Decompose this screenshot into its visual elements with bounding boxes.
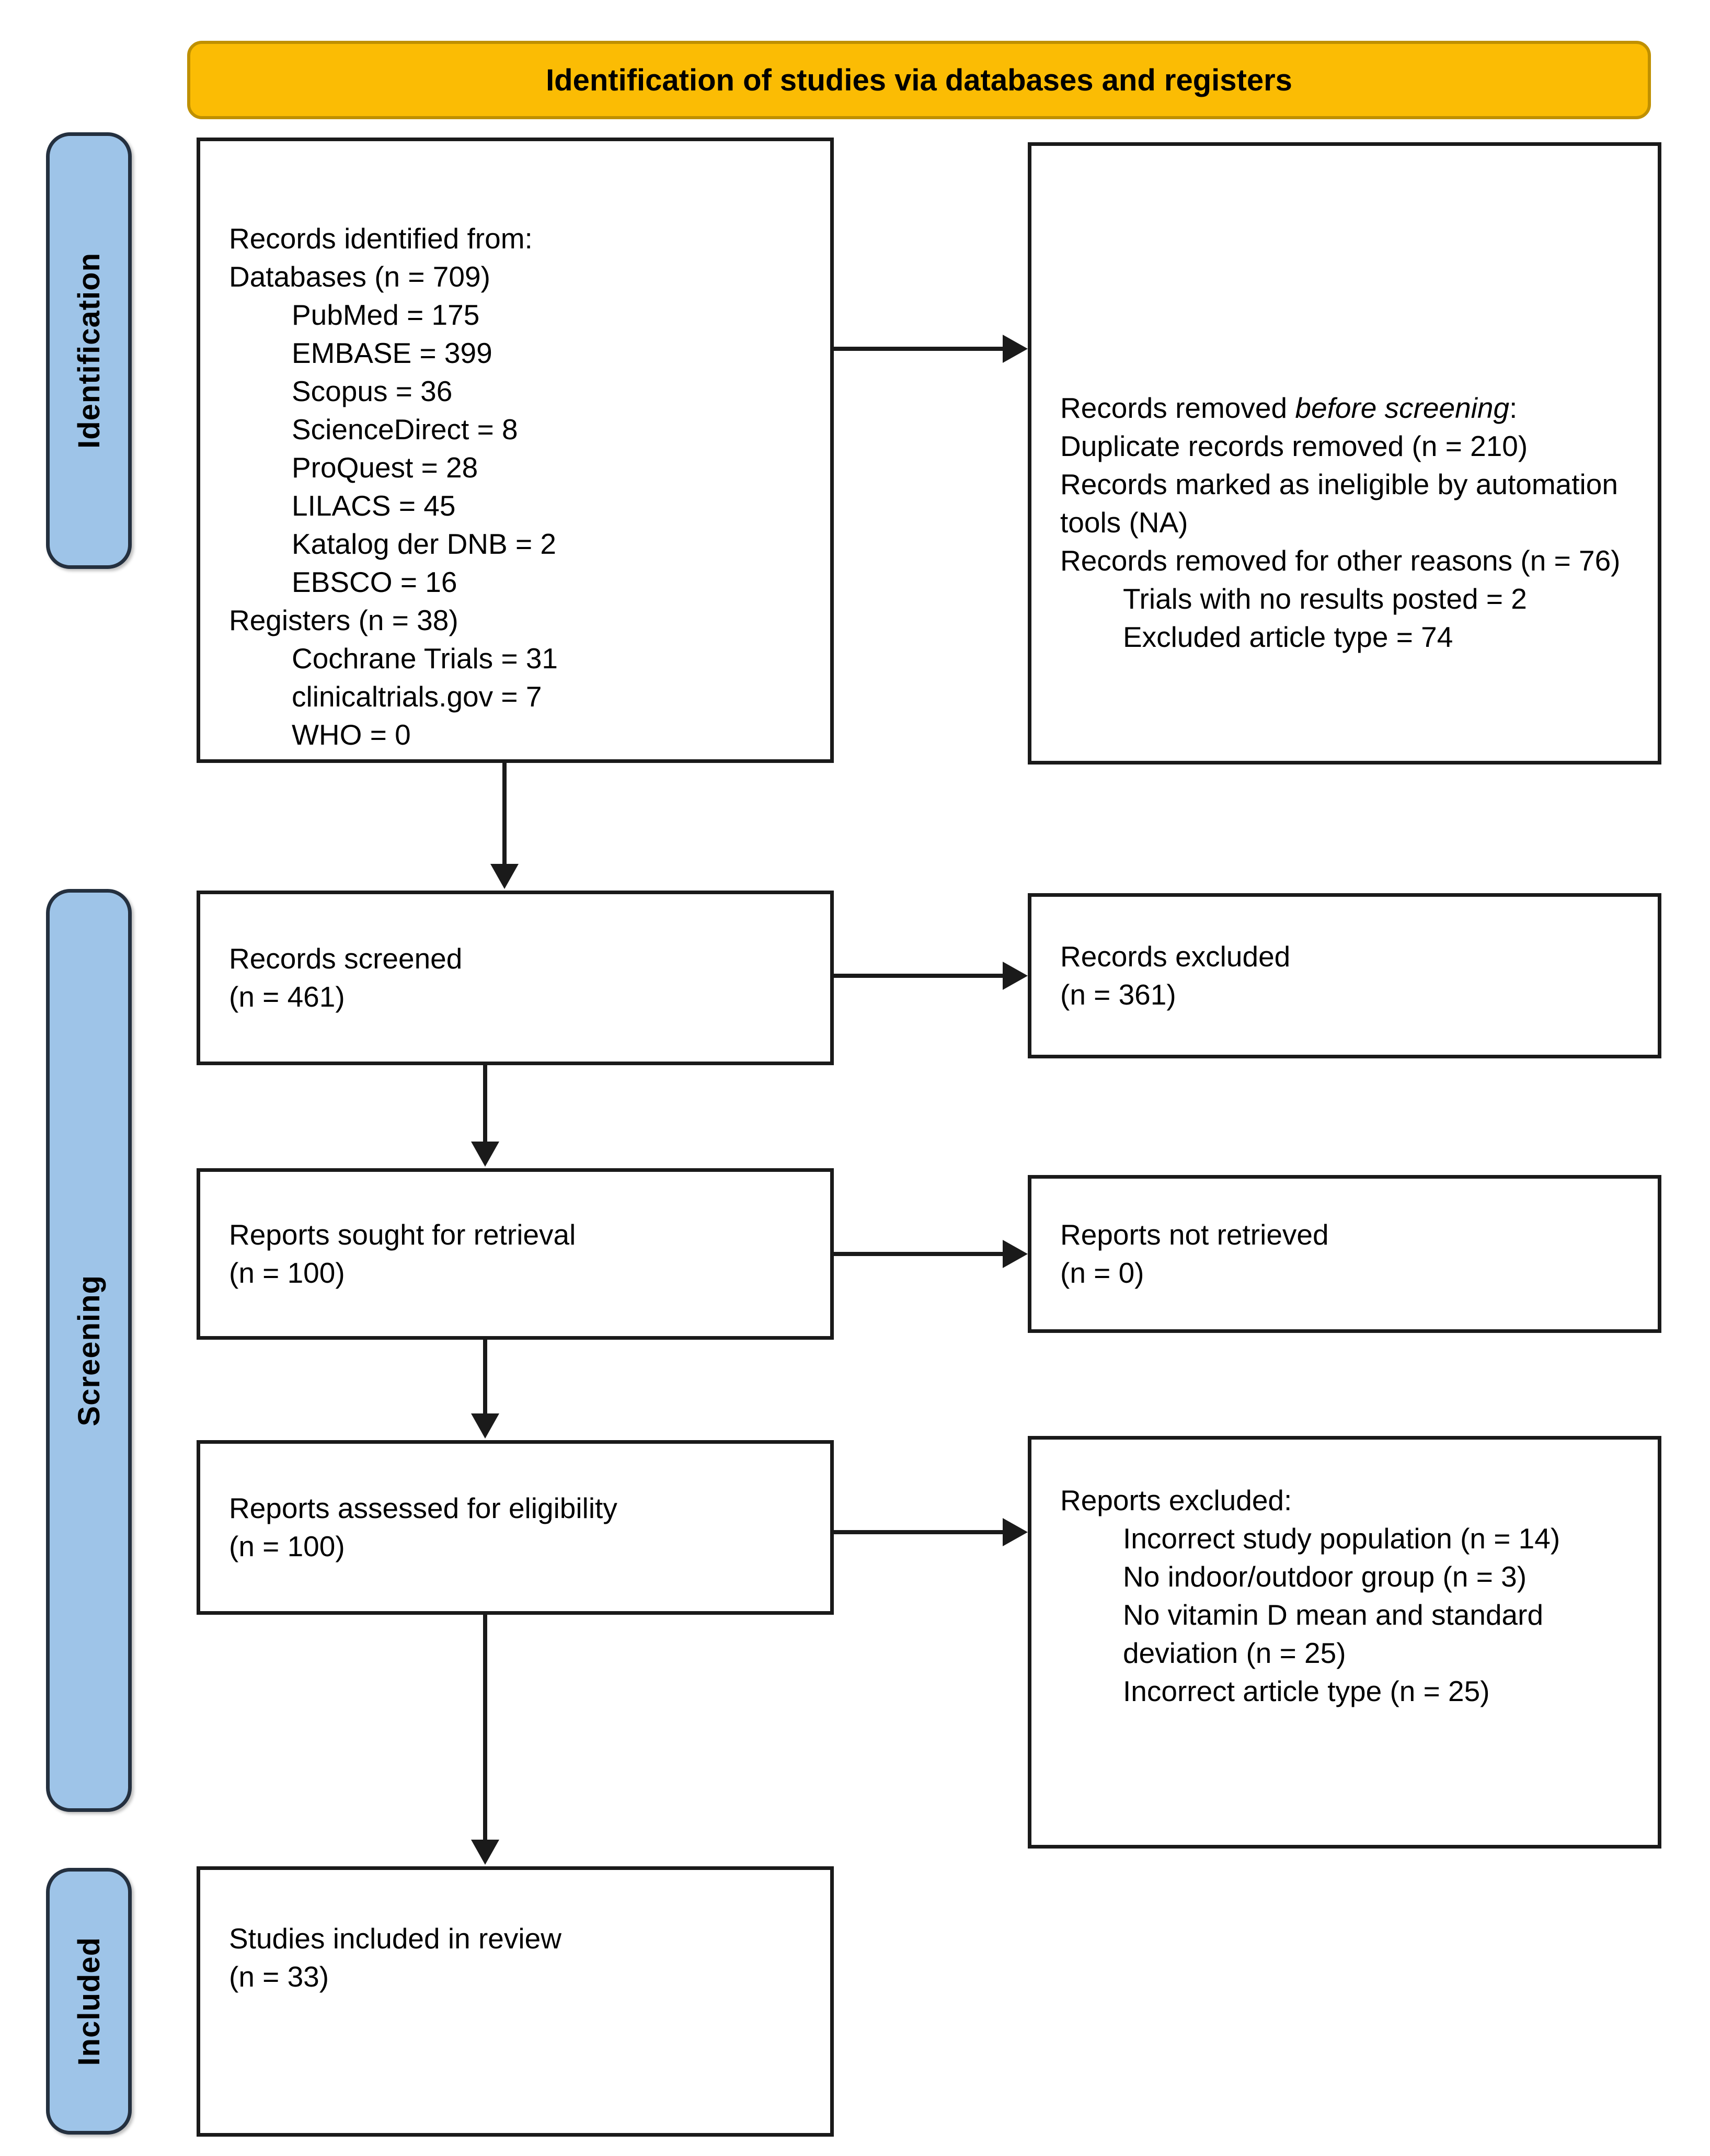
box-reports-not-retrieved: Reports not retrieved (n = 0)	[1028, 1175, 1661, 1333]
flow-box-line: (n = 33)	[229, 1960, 329, 1993]
flow-box-line: EBSCO = 16	[292, 566, 457, 598]
flow-box-line: Trials with no results posted = 2	[1123, 583, 1527, 615]
phase-label-screening-text: Screening	[72, 1274, 106, 1427]
flow-box-line: (n = 461)	[229, 980, 345, 1013]
flow-box-line: Records removed for other reasons (n = 7…	[1060, 544, 1621, 577]
box-studies-included: Studies included in review (n = 33)	[197, 1866, 834, 2137]
phase-label-included-text: Included	[72, 1936, 106, 2066]
phase-label-identification-text: Identification	[72, 253, 106, 449]
records-removed-intro-italic: before screening	[1295, 392, 1510, 424]
flow-box-line: Records excluded	[1060, 940, 1291, 973]
box-reports-assessed: Reports assessed for eligibility (n = 100…	[197, 1440, 834, 1615]
records-removed-details: Duplicate records removed (n = 210) Recor…	[1060, 427, 1621, 656]
flow-box-line: Cochrane Trials = 31	[292, 642, 558, 675]
flow-box-line: ScienceDirect = 8	[292, 413, 518, 446]
flow-box-line: WHO = 0	[292, 718, 411, 751]
phase-label-identification: Identification	[46, 132, 132, 569]
flow-box-line: Studies included in review	[229, 1922, 561, 1955]
flow-box-line: (n = 100)	[229, 1257, 345, 1289]
flow-box-line: (n = 0)	[1060, 1257, 1144, 1289]
flow-box-line: Scopus = 36	[292, 375, 453, 407]
flow-box-line: ProQuest = 28	[292, 451, 478, 484]
flow-box-line: Excluded article type = 74	[1123, 621, 1453, 653]
flow-box-line: Records identified from:	[229, 222, 533, 255]
flow-box-line: Records marked as ineligible by automati…	[1060, 468, 1618, 539]
phase-label-screening: Screening	[46, 889, 132, 1812]
flow-box-line: LILACS = 45	[292, 489, 456, 522]
flow-box-line: Records screened	[229, 942, 463, 975]
flow-box-line: Registers (n = 38)	[229, 604, 458, 636]
flow-box-line: No vitamin D mean and standard deviation…	[1123, 1599, 1544, 1669]
flow-box-line: Databases (n = 709)	[229, 260, 490, 293]
box-records-excluded: Records excluded (n = 361)	[1028, 893, 1661, 1058]
flow-box-line: clinicaltrials.gov = 7	[292, 680, 542, 713]
box-records-removed-before-screening: Records removed before screening: Duplic…	[1028, 142, 1661, 765]
records-removed-intro: Records removed before screening:	[1060, 389, 1621, 427]
box-records-identified: Records identified from: Databases (n = 7…	[197, 138, 834, 763]
phase-label-included: Included	[46, 1868, 132, 2135]
box-reports-excluded: Reports excluded: Incorrect study populat…	[1028, 1436, 1661, 1849]
flow-box-line: Reports sought for retrieval	[229, 1218, 576, 1251]
box-records-screened: Records screened (n = 461)	[197, 891, 834, 1065]
flow-box-line: No indoor/outdoor group (n = 3)	[1123, 1560, 1527, 1593]
flow-box-line: Reports not retrieved	[1060, 1218, 1329, 1251]
flow-box-line: EMBASE = 399	[292, 337, 492, 369]
banner-title: Identification of studies via databases …	[546, 63, 1292, 97]
flow-box-line: Reports assessed for eligibility	[229, 1492, 617, 1524]
flow-box-line: Duplicate records removed (n = 210)	[1060, 430, 1528, 462]
records-removed-intro-suffix: :	[1509, 392, 1518, 424]
flow-box-line: (n = 100)	[229, 1530, 345, 1562]
flow-box-line: Reports excluded:	[1060, 1484, 1292, 1516]
flow-box-line: (n = 361)	[1060, 978, 1176, 1011]
banner-identification-via-databases: Identification of studies via databases …	[187, 41, 1651, 119]
flow-box-line: Incorrect article type (n = 25)	[1123, 1675, 1490, 1707]
records-removed-intro-normal: Records removed	[1060, 392, 1295, 424]
box-reports-sought: Reports sought for retrieval (n = 100)	[197, 1168, 834, 1340]
flow-box-line: Katalog der DNB = 2	[292, 528, 556, 560]
flow-box-line: Incorrect study population (n = 14)	[1123, 1522, 1560, 1555]
flow-box-line: PubMed = 175	[292, 299, 480, 331]
